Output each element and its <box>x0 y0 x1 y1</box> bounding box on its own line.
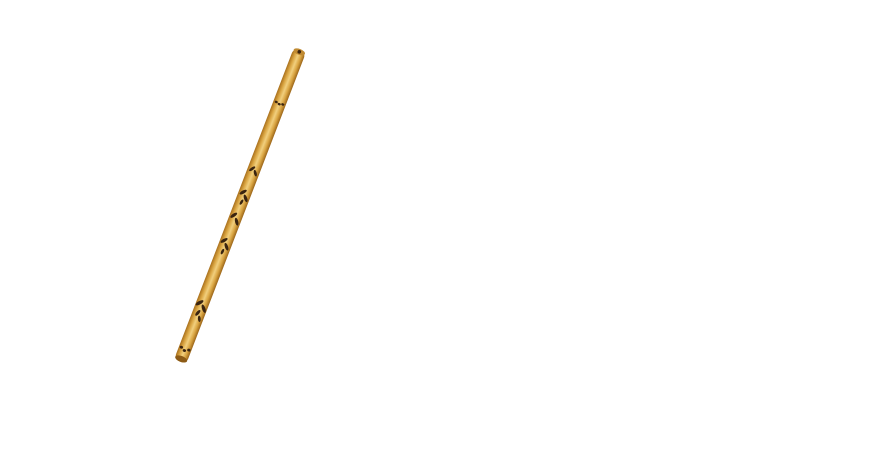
top-end-mark <box>297 50 302 54</box>
leaf-cluster-1 <box>249 166 257 177</box>
flute-body <box>175 49 305 363</box>
leaf-cluster-3 <box>230 212 239 226</box>
leaf-cluster-5 <box>195 300 206 322</box>
leaf-cluster-2 <box>239 189 248 205</box>
node-ring-upper <box>274 100 285 106</box>
leaf-cluster-4 <box>220 238 229 255</box>
node-ring-lower <box>179 345 191 352</box>
flute-bottom-end <box>175 355 188 363</box>
bamboo-flute <box>175 48 305 363</box>
